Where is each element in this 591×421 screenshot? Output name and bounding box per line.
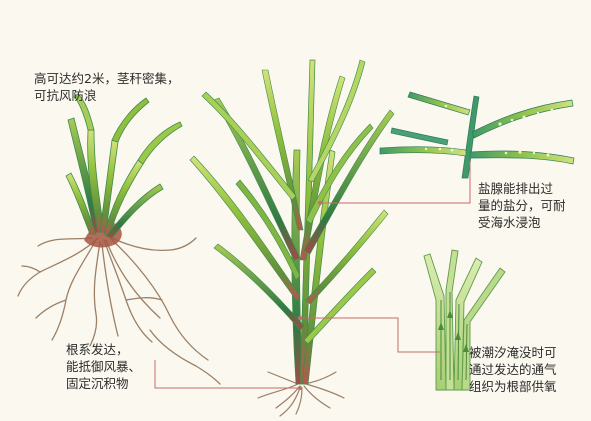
annotation-line: 能抵御风暴、 [66, 358, 141, 375]
annotation-salt-glands: 盐腺能排出过 量的盐分，可耐 受海水浸泡 [478, 180, 566, 231]
annotation-line: 量的盐分，可耐 [478, 197, 566, 214]
leader-line-salt [320, 162, 470, 203]
annotation-line: 盐腺能排出过 [478, 180, 566, 197]
annotation-line: 高可达约2米，茎秆密集， [34, 70, 179, 87]
leader-line-roots [155, 360, 300, 388]
annotation-line: 组织为根部供氧 [469, 378, 557, 395]
mature-plant-leaves [190, 60, 394, 344]
annotation-line: 通过发达的通气 [469, 361, 557, 378]
annotation-height-wind: 高可达约2米，茎秆密集， 可抗风防浪 [34, 70, 179, 104]
annotation-root-system: 根系发达， 能抵御风暴、 固定沉积物 [66, 341, 141, 392]
annotation-line: 受海水浸泡 [478, 214, 566, 231]
seedling-stems [66, 94, 182, 238]
leaf-closeup-blades [380, 92, 574, 178]
annotation-line: 固定沉积物 [66, 375, 141, 392]
annotation-line: 根系发达， [66, 341, 141, 358]
annotation-line: 被潮汐淹没时可 [469, 344, 557, 361]
annotation-aeration-tissue: 被潮汐淹没时可 通过发达的通气 组织为根部供氧 [469, 344, 557, 395]
annotation-line: 可抗风防浪 [34, 87, 179, 104]
mature-plant-illustration [190, 60, 394, 416]
leaf-closeup-illustration [380, 92, 574, 178]
